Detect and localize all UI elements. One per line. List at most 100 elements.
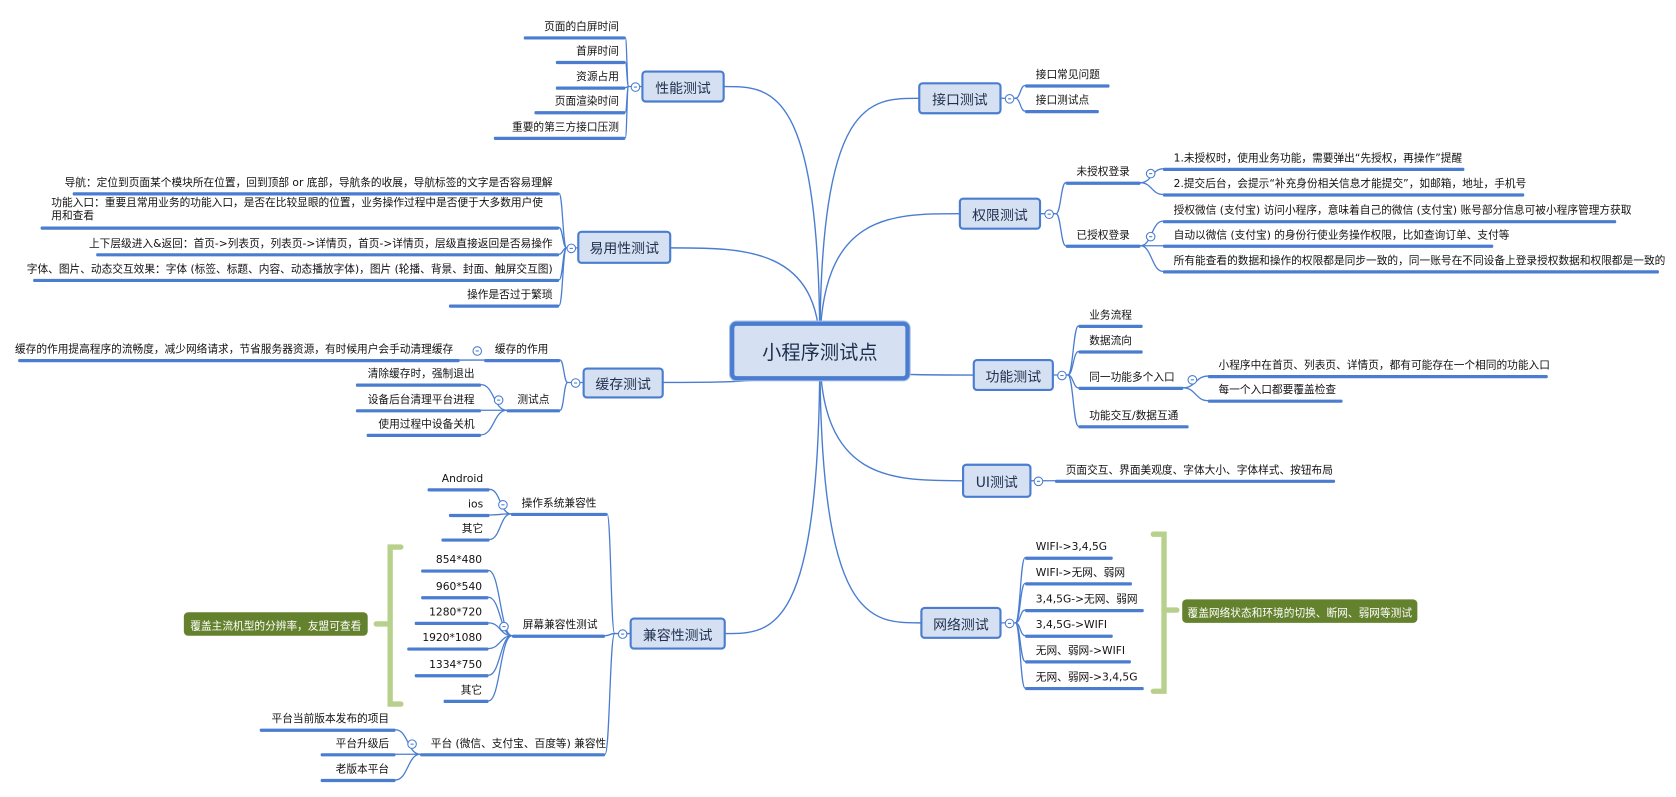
child-connector xyxy=(558,226,568,249)
topic-label[interactable]: 接口测试点 xyxy=(1035,95,1090,107)
collapse-toggle-icon[interactable] xyxy=(498,621,509,631)
topic-label[interactable]: 上下层级进入&返回：首页->列表页，列表页->详情页，首页->详情页，层级直接返… xyxy=(88,238,553,251)
topic-label[interactable]: 功能交互/数据互通 xyxy=(1089,410,1179,423)
child-connector xyxy=(624,61,630,88)
child-connector xyxy=(604,632,616,637)
topic-label[interactable]: 3,4,5G->WIFI xyxy=(1035,619,1108,632)
topic-label[interactable]: 1334*750 xyxy=(429,659,483,671)
collapse-toggle-icon[interactable] xyxy=(1004,93,1014,104)
topic-underline xyxy=(555,86,626,90)
collapse-toggle-icon[interactable] xyxy=(1033,475,1043,486)
collapse-toggle-icon[interactable] xyxy=(1004,618,1014,628)
topic-label[interactable]: 854*480 xyxy=(435,554,483,567)
collapse-toggle-icon[interactable] xyxy=(565,243,576,253)
topic-label[interactable]: 屏幕兼容性测试 xyxy=(522,619,598,632)
collapse-toggle-icon[interactable] xyxy=(1056,370,1067,380)
topic-label[interactable]: 资源占用 xyxy=(576,71,619,84)
central-topic[interactable]: 小程序测试点 xyxy=(730,321,910,381)
collapse-toggle-icon[interactable] xyxy=(570,377,580,388)
topic-label[interactable]: 平台当前版本发布的项目 xyxy=(271,713,390,726)
topic-label[interactable]: 测试点 xyxy=(517,394,550,406)
topic-usability-test[interactable]: 易用性测试 xyxy=(577,230,672,264)
topic-label[interactable]: 无网、弱网->3,4,5G xyxy=(1035,672,1138,684)
topic-underline xyxy=(1078,424,1189,428)
collapse-toggle-icon[interactable] xyxy=(493,394,503,405)
topic-performance-test[interactable]: 性能测试 xyxy=(641,70,725,103)
topic-label[interactable]: 平台升级后 xyxy=(335,738,390,751)
topic-label[interactable]: 无网、弱网->WIFI xyxy=(1035,645,1126,658)
collapse-toggle-icon[interactable] xyxy=(1187,374,1197,385)
collapse-toggle-icon[interactable] xyxy=(1145,168,1155,178)
topic-label[interactable]: 960*540 xyxy=(435,581,483,593)
topic-label[interactable]: 1920*1080 xyxy=(422,632,483,645)
topic-label[interactable]: 业务流程 xyxy=(1089,309,1132,322)
topic-label[interactable]: 平台 (微信、支付宝、百度等) 兼容性 xyxy=(430,738,607,751)
collapse-toggle-icon[interactable] xyxy=(497,499,508,510)
topic-label[interactable]: ios xyxy=(468,498,484,511)
topic-label[interactable]: 同一功能多个入口 xyxy=(1089,371,1175,384)
topic-label[interactable]: Android xyxy=(441,473,484,486)
topic-compatibility-test[interactable]: 兼容性测试 xyxy=(629,617,726,650)
collapse-toggle-icon[interactable] xyxy=(471,345,482,356)
topic-label[interactable]: 使用过程中设备关机 xyxy=(378,418,475,431)
topic-label[interactable]: 缓存的作用提高程序的流畅度，减少网络请求，节省服务器资源，有时候用户会手动清理缓… xyxy=(14,344,454,356)
topic-label[interactable]: 每一个入口都要覆盖检查 xyxy=(1218,384,1337,397)
topic-label[interactable]: 授权微信 (支付宝) 访问小程序，意味着自己的微信 (支付宝) 账号部分信息可被… xyxy=(1173,205,1632,217)
topic-label[interactable]: 页面的白屏时间 xyxy=(544,21,619,34)
collapse-toggle-icon[interactable] xyxy=(617,628,627,639)
topic-label[interactable]: 数据流向 xyxy=(1089,335,1132,348)
topic-label[interactable]: 其它 xyxy=(461,523,484,536)
topic-label[interactable]: 清除缓存时，强制退出 xyxy=(367,368,475,381)
topic-label[interactable]: 2.提交后台，会提示“补充身份相关信息才能提交”，如邮箱，地址，手机号 xyxy=(1173,178,1527,191)
child-connector xyxy=(1067,325,1080,376)
topic-underline xyxy=(1078,324,1143,328)
topic-label[interactable]: 3,4,5G->无网、弱网 xyxy=(1035,594,1138,606)
topic-underline xyxy=(1162,192,1525,197)
branch-connector xyxy=(819,212,960,352)
topic-function-test[interactable]: 功能测试 xyxy=(972,358,1054,392)
topic-label[interactable]: 功能入口：重要且常用业务的功能入口，是否在比较显眼的位置，业务操作过程中是否便于… xyxy=(51,197,544,223)
topic-underline xyxy=(506,408,561,412)
child-connector xyxy=(1139,182,1164,196)
topic-label[interactable]: 首屏时间 xyxy=(576,45,619,58)
topic-label[interactable]: 接口常见问题 xyxy=(1035,69,1100,82)
topic-label[interactable]: 老版本平台 xyxy=(335,763,390,776)
topic-cache-test[interactable]: 缓存测试 xyxy=(582,367,664,399)
topic-underline xyxy=(1025,634,1113,638)
topic-label[interactable]: 字体、图片、动态交互效果：字体 (标签、标题、内容、动态播放字体)，图片 (轮播… xyxy=(26,263,553,276)
topic-label[interactable]: 已授权登录 xyxy=(1076,229,1130,242)
topic-label[interactable]: 小程序中在首页、列表页、详情页，都有可能存在一个相同的功能入口 xyxy=(1218,360,1550,372)
topic-api-test[interactable]: 接口测试 xyxy=(918,82,1002,115)
topic-label[interactable]: 设备后台清理平台进程 xyxy=(367,394,475,406)
topic-label[interactable]: 操作是否过于繁琐 xyxy=(467,289,553,302)
topic-label[interactable]: 所有能查看的数据和操作的权限都是同步一致的，同一账号在不同设备上登录授权数据和权… xyxy=(1173,255,1666,268)
topic-network-test[interactable]: 网络测试 xyxy=(920,606,1002,639)
topic-label[interactable]: 自动以微信 (支付宝) 的身份行使业务操作权限，比如查询订单、支付等 xyxy=(1173,229,1510,242)
collapse-toggle-icon[interactable] xyxy=(406,738,417,749)
child-connector xyxy=(1055,213,1067,247)
topic-label[interactable]: 1280*720 xyxy=(429,606,483,619)
topic-label[interactable]: 导航：定位到页面某个模块所在位置，回到顶部 or 底部，导航条的收展，导航标签的… xyxy=(64,177,553,190)
topic-label[interactable]: 未授权登录 xyxy=(1076,166,1130,179)
network-summary-note[interactable]: 覆盖网络状态和环境的切换、断网、弱网等测试 xyxy=(1182,599,1418,623)
collapse-toggle-icon[interactable] xyxy=(1145,231,1155,241)
topic-underline xyxy=(523,35,626,39)
topic-label[interactable]: 缓存的作用 xyxy=(494,344,549,356)
topic-label[interactable]: 操作系统兼容性 xyxy=(521,497,597,510)
topic-ui-test[interactable]: UI测试 xyxy=(962,463,1032,498)
collapse-toggle-icon[interactable] xyxy=(1043,208,1054,219)
topic-permission-test[interactable]: 权限测试 xyxy=(958,197,1042,230)
resolution-summary-note[interactable]: 覆盖主流机型的分辨率，友盟可查看 xyxy=(183,612,368,636)
topic-label[interactable]: 重要的第三方接口压测 xyxy=(512,121,619,134)
topic-label[interactable]: 页面渲染时间 xyxy=(554,96,619,108)
topic-label[interactable]: 页面交互、界面美观度、字体大小、字体样式、按钮布局 xyxy=(1065,464,1333,477)
topic-label[interactable]: WIFI->3,4,5G xyxy=(1035,541,1108,554)
topic-label[interactable]: 1.未授权时，使用业务功能，需要弹出“先授权，再操作”提醒 xyxy=(1173,152,1463,165)
topic-underline xyxy=(355,408,482,412)
topic-label[interactable]: 其它 xyxy=(460,684,483,697)
topic-label[interactable]: WIFI->无网、弱网 xyxy=(1035,567,1126,580)
topic-underline xyxy=(1065,181,1141,185)
collapse-toggle-icon[interactable] xyxy=(630,81,640,92)
